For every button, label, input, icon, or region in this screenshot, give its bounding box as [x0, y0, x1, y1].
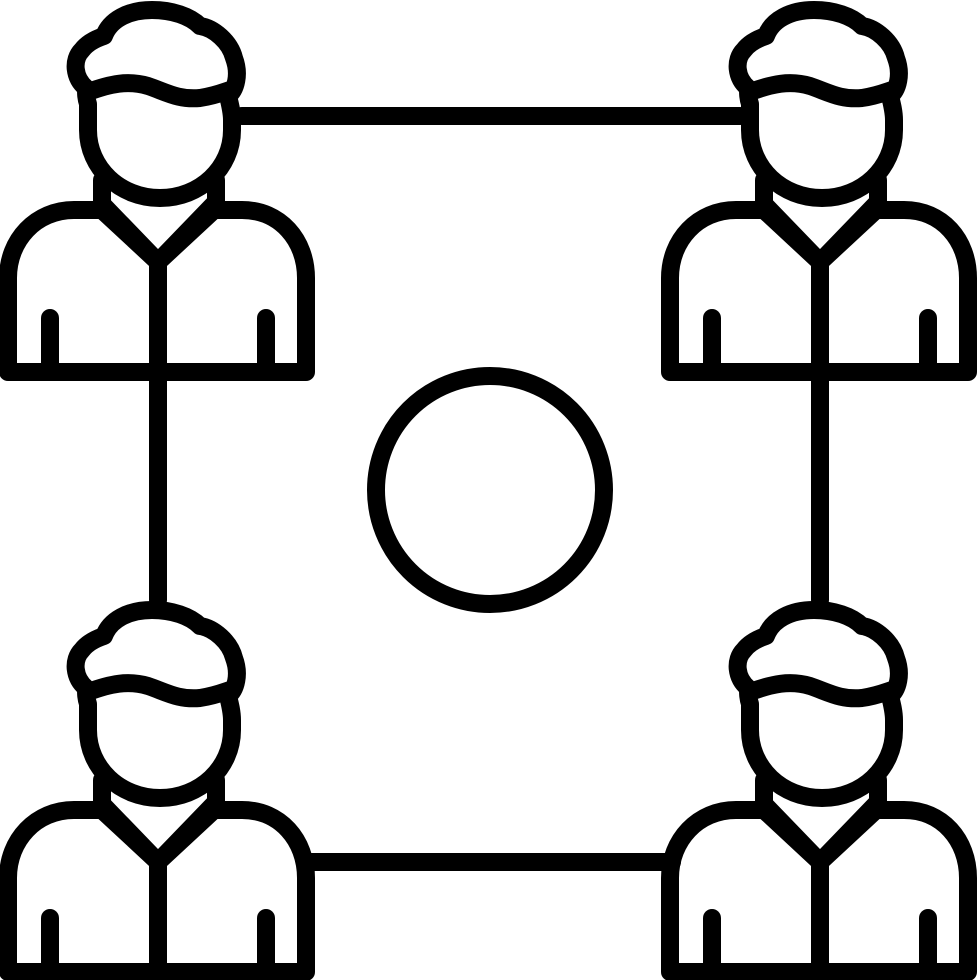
person-top-left-icon — [8, 10, 306, 372]
person-bottom-right-icon — [670, 610, 968, 972]
person-bottom-left-icon — [8, 610, 306, 972]
center-node-icon — [367, 367, 613, 613]
person-top-right-icon — [670, 10, 968, 372]
connection-lines — [149, 107, 829, 871]
